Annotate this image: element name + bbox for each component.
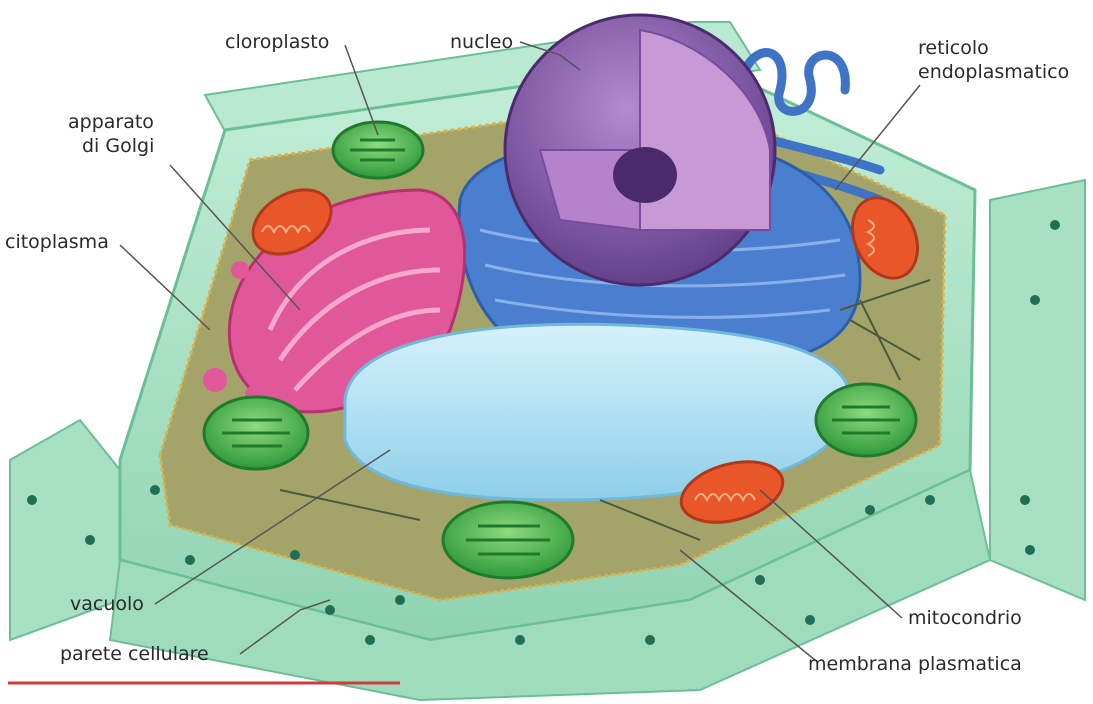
label-vacuolo: vacuolo [70,592,144,616]
label-reticolo-line1: reticolo [918,36,989,60]
chloroplast-left [204,397,308,469]
label-golgi-line1: apparato [68,110,154,134]
label-golgi-line2: di Golgi [82,134,154,158]
chloroplast-top [333,122,423,178]
label-mitocondrio: mitocondrio [908,606,1022,630]
label-membrana-plasmatica: membrana plasmatica [808,652,1022,676]
neighbor-wall-right [990,180,1085,600]
nucleolus [613,147,677,203]
label-citoplasma: citoplasma [5,230,109,254]
label-nucleo: nucleo [450,30,513,54]
label-cloroplasto: cloroplasto [225,30,329,54]
label-parete-cellulare: parete cellulare [60,642,209,666]
chloroplast-bottom [443,502,573,578]
label-reticolo-line2: endoplasmatico [918,60,1069,84]
chloroplast-right [816,384,916,456]
